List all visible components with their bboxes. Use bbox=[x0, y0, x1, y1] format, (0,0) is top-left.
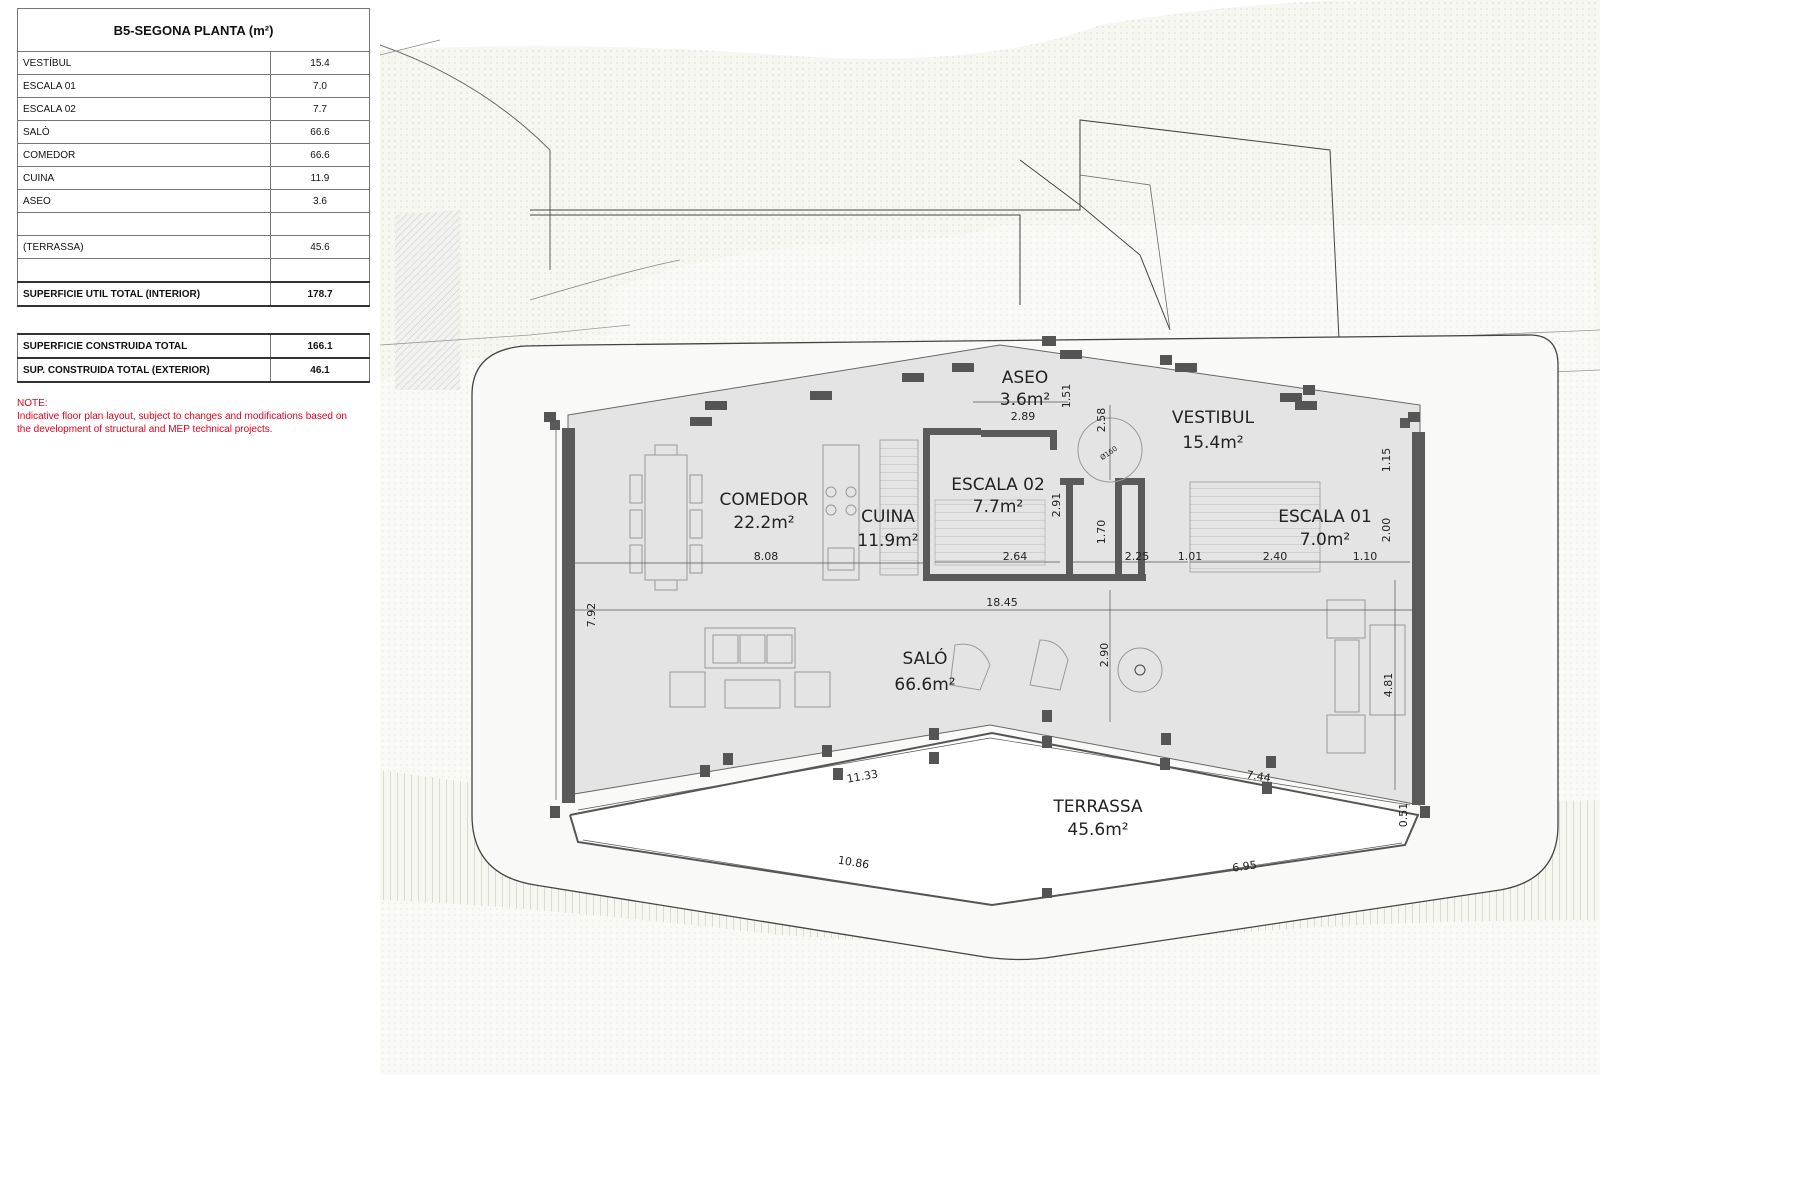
dimension-labels: 2.89 1.51 2.58 1.15 8.08 2.91 1.70 2.64 … bbox=[585, 384, 1410, 875]
furniture bbox=[629, 417, 1406, 754]
plan-note: NOTE: Indicative floor plan layout, subj… bbox=[17, 397, 347, 436]
dim-label: 2.89 bbox=[1011, 410, 1036, 423]
dim-label: 2.00 bbox=[1380, 518, 1393, 543]
built-exterior-row: SUP. CONSTRUIDA TOTAL (EXTERIOR)46.1 bbox=[17, 357, 370, 383]
dim-label: 7.44 bbox=[1245, 768, 1271, 785]
room-vestibul-area: 15.4m² bbox=[1182, 433, 1243, 453]
columns bbox=[544, 336, 1430, 898]
dim-label: 1.70 bbox=[1095, 520, 1108, 545]
room-escala02-name: ESCALA 02 bbox=[951, 475, 1045, 495]
terrace-outline bbox=[569, 731, 1420, 907]
room-terrassa-area: 45.6m² bbox=[1067, 820, 1128, 840]
table-row: (TERRASSA)45.6 bbox=[17, 235, 370, 259]
dim-label: 2.90 bbox=[1098, 643, 1111, 668]
dim-label: 2.64 bbox=[1003, 550, 1028, 563]
room-comedor-name: COMEDOR bbox=[720, 490, 809, 510]
room-comedor-area: 22.2m² bbox=[733, 513, 794, 533]
room-cuina-name: CUINA bbox=[861, 507, 915, 527]
room-salo-name: SALÓ bbox=[903, 647, 948, 669]
dim-label: 1.01 bbox=[1178, 550, 1203, 563]
room-aseo-name: ASEO bbox=[1002, 368, 1049, 388]
room-vestibul-name: VESTIBUL bbox=[1172, 408, 1255, 428]
dim-label: 18.45 bbox=[986, 596, 1018, 609]
walls bbox=[550, 418, 1425, 805]
room-escala01-area: 7.0m² bbox=[1300, 530, 1350, 550]
table-row-empty bbox=[17, 305, 370, 335]
table-title: B5-SEGONA PLANTA (m²) bbox=[17, 8, 370, 52]
dim-label: 1.51 bbox=[1060, 384, 1073, 409]
table-row-empty bbox=[17, 212, 370, 236]
room-escala01-name: ESCALA 01 bbox=[1278, 507, 1372, 527]
dim-label: 1.15 bbox=[1380, 448, 1393, 473]
table-row-empty bbox=[17, 258, 370, 283]
dim-label: 8.08 bbox=[754, 550, 779, 563]
dim-label: 2.40 bbox=[1263, 550, 1288, 563]
room-labels: ASEO 3.6m² VESTIBUL 15.4m² COMEDOR 22.2m… bbox=[720, 368, 1372, 840]
dim-label: 2.58 bbox=[1095, 408, 1108, 433]
stairs-02-inner bbox=[934, 499, 1046, 566]
room-salo-area: 66.6m² bbox=[894, 675, 955, 695]
dim-label: 10.86 bbox=[837, 854, 870, 872]
note-text: Indicative floor plan layout, subject to… bbox=[17, 411, 347, 435]
stairs-01 bbox=[1189, 481, 1321, 573]
room-cuina-area: 11.9m² bbox=[857, 531, 918, 551]
stairs-02 bbox=[879, 439, 919, 576]
dimension-lines bbox=[555, 401, 1412, 906]
dim-label: 2.91 bbox=[1050, 493, 1063, 518]
total-interior-row: SUPERFICIE UTIL TOTAL (INTERIOR)178.7 bbox=[17, 281, 370, 307]
dim-label: 0.51 bbox=[1397, 803, 1410, 828]
room-escala02-area: 7.7m² bbox=[973, 497, 1023, 517]
floor-plan: ASEO 3.6m² VESTIBUL 15.4m² COMEDOR 22.2m… bbox=[380, 0, 1600, 1075]
room-aseo-area: 3.6m² bbox=[1000, 390, 1050, 410]
dim-label: 11.33 bbox=[846, 767, 879, 785]
dim-label: 7.92 bbox=[585, 603, 598, 628]
dim-label: 6.95 bbox=[1231, 858, 1257, 874]
dim-label: 1.10 bbox=[1353, 550, 1378, 563]
note-title: NOTE: bbox=[17, 398, 48, 409]
dim-label: 4.81 bbox=[1382, 673, 1395, 698]
room-terrassa-name: TERRASSA bbox=[1052, 797, 1143, 817]
dim-label: 2.25 bbox=[1125, 550, 1150, 563]
